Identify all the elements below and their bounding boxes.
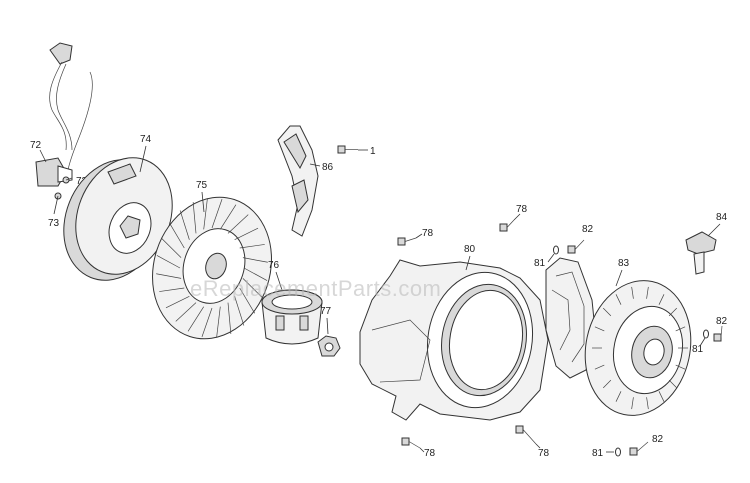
callout-72: 72 xyxy=(30,140,42,151)
callout-81-b: 81 xyxy=(692,344,704,355)
part-78-screw-d[interactable] xyxy=(515,425,537,445)
part-75-cooling-fan[interactable] xyxy=(135,182,290,355)
callout-83: 83 xyxy=(618,258,630,269)
part-73-screw-b[interactable] xyxy=(53,192,62,215)
callout-73-b: 73 xyxy=(48,218,60,229)
callout-82-c: 82 xyxy=(652,434,664,445)
callout-80: 80 xyxy=(464,244,476,255)
part-78-screw-c[interactable] xyxy=(401,437,421,449)
part-81-washer-a[interactable] xyxy=(553,245,559,255)
callout-77: 77 xyxy=(320,306,332,317)
part-1-bolt[interactable] xyxy=(337,145,358,154)
part-74-flywheel[interactable] xyxy=(46,143,189,295)
part-82-bolt-b[interactable] xyxy=(713,325,723,342)
part-73-screw-a[interactable] xyxy=(62,176,73,184)
callout-84: 84 xyxy=(716,212,728,223)
part-77-nut[interactable] xyxy=(317,335,341,357)
part-81-washer-c[interactable] xyxy=(615,447,621,457)
part-81-washer-b[interactable] xyxy=(703,329,709,339)
part-83-recoil-starter[interactable] xyxy=(573,271,703,426)
callout-74: 74 xyxy=(140,134,152,145)
callout-78-b: 78 xyxy=(516,204,528,215)
callout-78-a: 78 xyxy=(422,228,434,239)
part-82-bolt-c[interactable] xyxy=(629,441,649,456)
part-72-ignition-coil[interactable] xyxy=(35,42,93,187)
watermark-text: eReplacementParts.com xyxy=(190,276,441,301)
part-84-starter-handle[interactable] xyxy=(685,231,717,275)
part-76-starter-cup[interactable] xyxy=(261,289,323,345)
callout-86: 86 xyxy=(322,162,334,173)
callout-76: 76 xyxy=(268,260,280,271)
part-82-bolt-a[interactable] xyxy=(567,239,585,254)
callout-82-b: 82 xyxy=(716,316,728,327)
callout-81-c: 81 xyxy=(592,448,604,459)
callout-78-c: 78 xyxy=(424,448,436,459)
callout-1: 1 xyxy=(370,146,376,157)
part-80-blower-housing[interactable] xyxy=(359,259,549,421)
part-78-screw-b[interactable] xyxy=(499,219,515,232)
callout-75: 75 xyxy=(196,180,208,191)
callout-82-a: 82 xyxy=(582,224,594,235)
part-86-bracket[interactable] xyxy=(277,125,319,237)
callout-78-d: 78 xyxy=(538,448,550,459)
callout-81-a: 81 xyxy=(534,258,546,269)
part-78-screw-a[interactable] xyxy=(397,237,417,246)
